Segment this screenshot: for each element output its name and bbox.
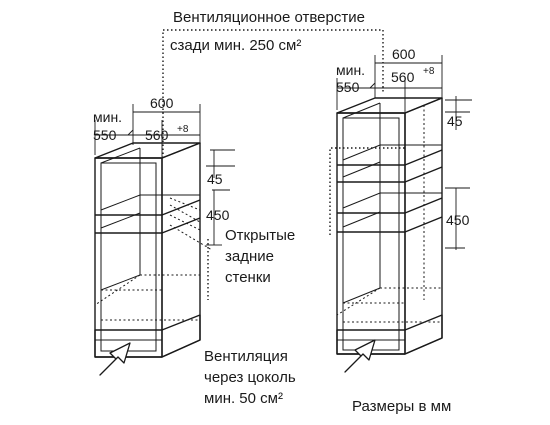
plinth-vent-line3: мин. 50 см² [204,390,283,407]
right-depth-min: 550 [336,79,360,95]
left-depth-niche-tol: +8 [177,124,189,135]
vent-top-line2: сзади мин. 250 см² [170,37,301,54]
vent-top-line1: Вентиляционное отверстие [173,9,365,26]
left-depth-min: 550 [93,127,117,143]
open-back-line1: Открытые [225,227,295,244]
plinth-vent-line1: Вентиляция [204,348,288,365]
units-note: Размеры в мм [352,398,451,415]
right-depth-total: 600 [392,46,416,62]
left-depth-niche: 560 [145,127,169,143]
right-depth-niche: 560 [391,69,415,85]
right-min-label: мин. [336,62,365,78]
left-min-label: мин. [93,109,122,125]
right-top-gap: 45 [447,113,463,129]
plinth-vent-line2: через цоколь [204,369,296,386]
left-depth-total: 600 [150,95,174,111]
left-dimensions: мин. 550 600 560 +8 45 450 [93,95,235,246]
left-niche-height: 450 [206,207,230,223]
open-back-line2: задние [225,248,274,265]
right-niche-height: 450 [446,212,470,228]
right-cabinet [336,97,443,355]
left-cabinet [94,142,213,358]
left-top-gap: 45 [207,171,223,187]
right-depth-niche-tol: +8 [423,66,435,77]
right-dimensions: мин. 550 600 560 +8 45 450 [336,46,472,250]
right-airflow-arrow-icon [344,339,376,373]
left-airflow-arrow-icon [99,342,131,376]
open-back-line3: стенки [225,269,271,286]
